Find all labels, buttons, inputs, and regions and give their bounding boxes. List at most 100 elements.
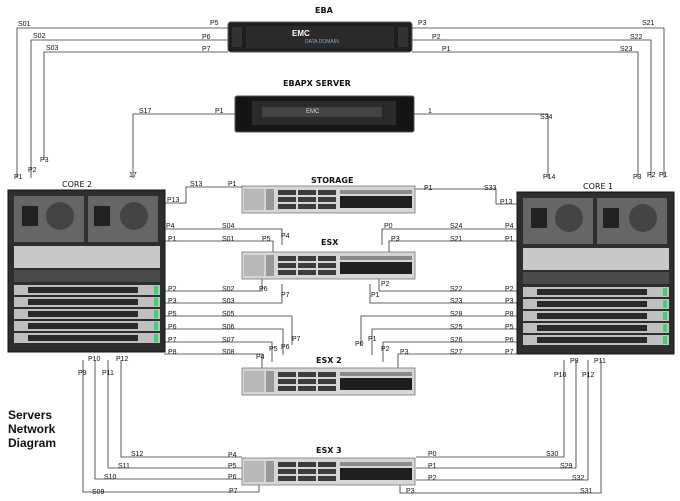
port-label-s30: S30 — [546, 451, 559, 458]
port-label-p9r: P9 — [570, 358, 579, 365]
port-label-1x: 1 — [428, 108, 432, 115]
port-label-c2p3: P3 — [40, 157, 49, 164]
port-label-s02e: S02 — [222, 286, 235, 293]
link-s03e — [164, 284, 283, 304]
port-label-c217: 17 — [129, 172, 137, 179]
port-label-rp1: P1 — [505, 236, 514, 243]
eba-model-label: DATA DOMAIN — [305, 39, 339, 45]
port-label-rp2: P2 — [505, 286, 514, 293]
legend-line-1: Servers — [8, 408, 53, 422]
port-label-p1eba: P1 — [442, 46, 451, 53]
port-label-p4e2: P4 — [256, 354, 265, 361]
port-label-c1p1: P1 — [659, 172, 668, 179]
port-label-lp6: P6 — [168, 324, 177, 331]
eba-title: EBA — [315, 6, 333, 15]
port-label-c2p2: P2 — [28, 167, 37, 174]
port-label-s21e: S21 — [450, 236, 463, 243]
port-label-p3e: P3 — [391, 236, 400, 243]
link-s11 — [107, 360, 242, 469]
port-label-p2e3: P2 — [428, 475, 437, 482]
port-label-s31: S31 — [580, 488, 593, 495]
ebapx-server-chassis — [234, 95, 415, 133]
port-label-p1x: P1 — [215, 108, 224, 115]
link-s05 — [164, 315, 293, 345]
link-s23e — [369, 284, 517, 304]
link-s08 — [164, 353, 263, 368]
link-s17 — [132, 113, 235, 178]
port-label-p7e2: P7 — [292, 336, 301, 343]
port-label-p7e3: P7 — [229, 488, 238, 495]
port-label-lp5: P5 — [168, 311, 177, 318]
port-label-s27: S27 — [450, 349, 463, 356]
port-label-s21t: S21 — [642, 20, 655, 27]
link-s02 — [30, 39, 228, 178]
ebapx-title: EBAPX SERVER — [283, 79, 351, 88]
link-s01 — [16, 27, 228, 178]
port-label-lp2: P2 — [168, 286, 177, 293]
core-switches — [7, 189, 675, 355]
port-label-p2e: P2 — [381, 281, 390, 288]
link-s29 — [416, 360, 577, 469]
port-label-lp8: P8 — [168, 349, 177, 356]
ebapx-brand-logo: EMC — [306, 109, 320, 115]
port-label-p1e3: P1 — [428, 463, 437, 470]
port-label-p3eba: P3 — [418, 20, 427, 27]
port-label-s11: S11 — [118, 463, 130, 470]
port-label-rp5: P5 — [505, 324, 514, 331]
link-s25 — [371, 328, 517, 355]
port-label-p7eba: P7 — [202, 46, 211, 53]
link-s33 — [414, 188, 517, 205]
port-label-p3e3: P3 — [406, 488, 415, 495]
port-label-p5eba: P5 — [210, 20, 219, 27]
link-s28 — [360, 315, 517, 345]
port-label-c1p14: P14 — [543, 174, 556, 181]
port-label-lp7: P7 — [168, 337, 177, 344]
port-label-p5e2: P5 — [269, 346, 278, 353]
port-label-s06: S06 — [222, 324, 235, 331]
port-label-s17: S17 — [139, 108, 152, 115]
port-label-p0e: P0 — [384, 223, 393, 230]
port-label-s24: S24 — [450, 223, 463, 230]
link-s22e — [378, 278, 517, 292]
port-label-s03: S03 — [46, 45, 59, 52]
link-s23-top — [412, 51, 639, 178]
link-s09 — [82, 360, 260, 493]
diagram-legend: Servers Network Diagram — [8, 408, 56, 450]
core1-switch-chassis — [516, 191, 675, 355]
link-s34 — [414, 113, 549, 178]
port-label-p13l: P13 — [167, 197, 180, 204]
link-s22-top — [412, 39, 652, 178]
port-label-rp7: P7 — [505, 349, 514, 356]
port-label-p1e2: P1 — [368, 336, 377, 343]
port-label-p11r: P11 — [594, 358, 606, 365]
port-label-s32: S32 — [572, 475, 585, 482]
link-s26 — [382, 341, 517, 362]
port-label-p10r: P10 — [554, 372, 567, 379]
link-s21e — [388, 240, 517, 252]
port-label-s01e: S01 — [222, 236, 235, 243]
link-s31 — [399, 360, 602, 494]
port-label-s04: S04 — [222, 223, 235, 230]
port-label-c1p2: P2 — [647, 172, 656, 179]
port-label-s29: S29 — [560, 463, 573, 470]
link-s03 — [43, 51, 228, 160]
port-label-s22e: S22 — [450, 286, 463, 293]
core2-switch-chassis — [7, 189, 166, 353]
port-label-p4e3: P4 — [228, 452, 237, 459]
port-label-p6e: P6 — [259, 286, 268, 293]
port-label-p7e: P7 — [281, 292, 290, 299]
port-label-p4e: P4 — [281, 233, 290, 240]
link-s12 — [120, 360, 242, 458]
port-label-lp1: P1 — [168, 236, 177, 243]
port-label-c1p3: P3 — [633, 174, 642, 181]
port-label-s23t: S23 — [620, 46, 633, 53]
link-s21-top — [412, 27, 665, 178]
port-label-s07: S07 — [222, 337, 235, 344]
port-label-p2e2: P2 — [381, 346, 390, 353]
port-label-lp3: P3 — [168, 298, 177, 305]
port-label-p0e3: P0 — [428, 451, 437, 458]
legend-line-2: Network — [8, 422, 56, 436]
port-label-s34: S34 — [540, 114, 553, 121]
port-label-s10: S10 — [104, 474, 117, 481]
